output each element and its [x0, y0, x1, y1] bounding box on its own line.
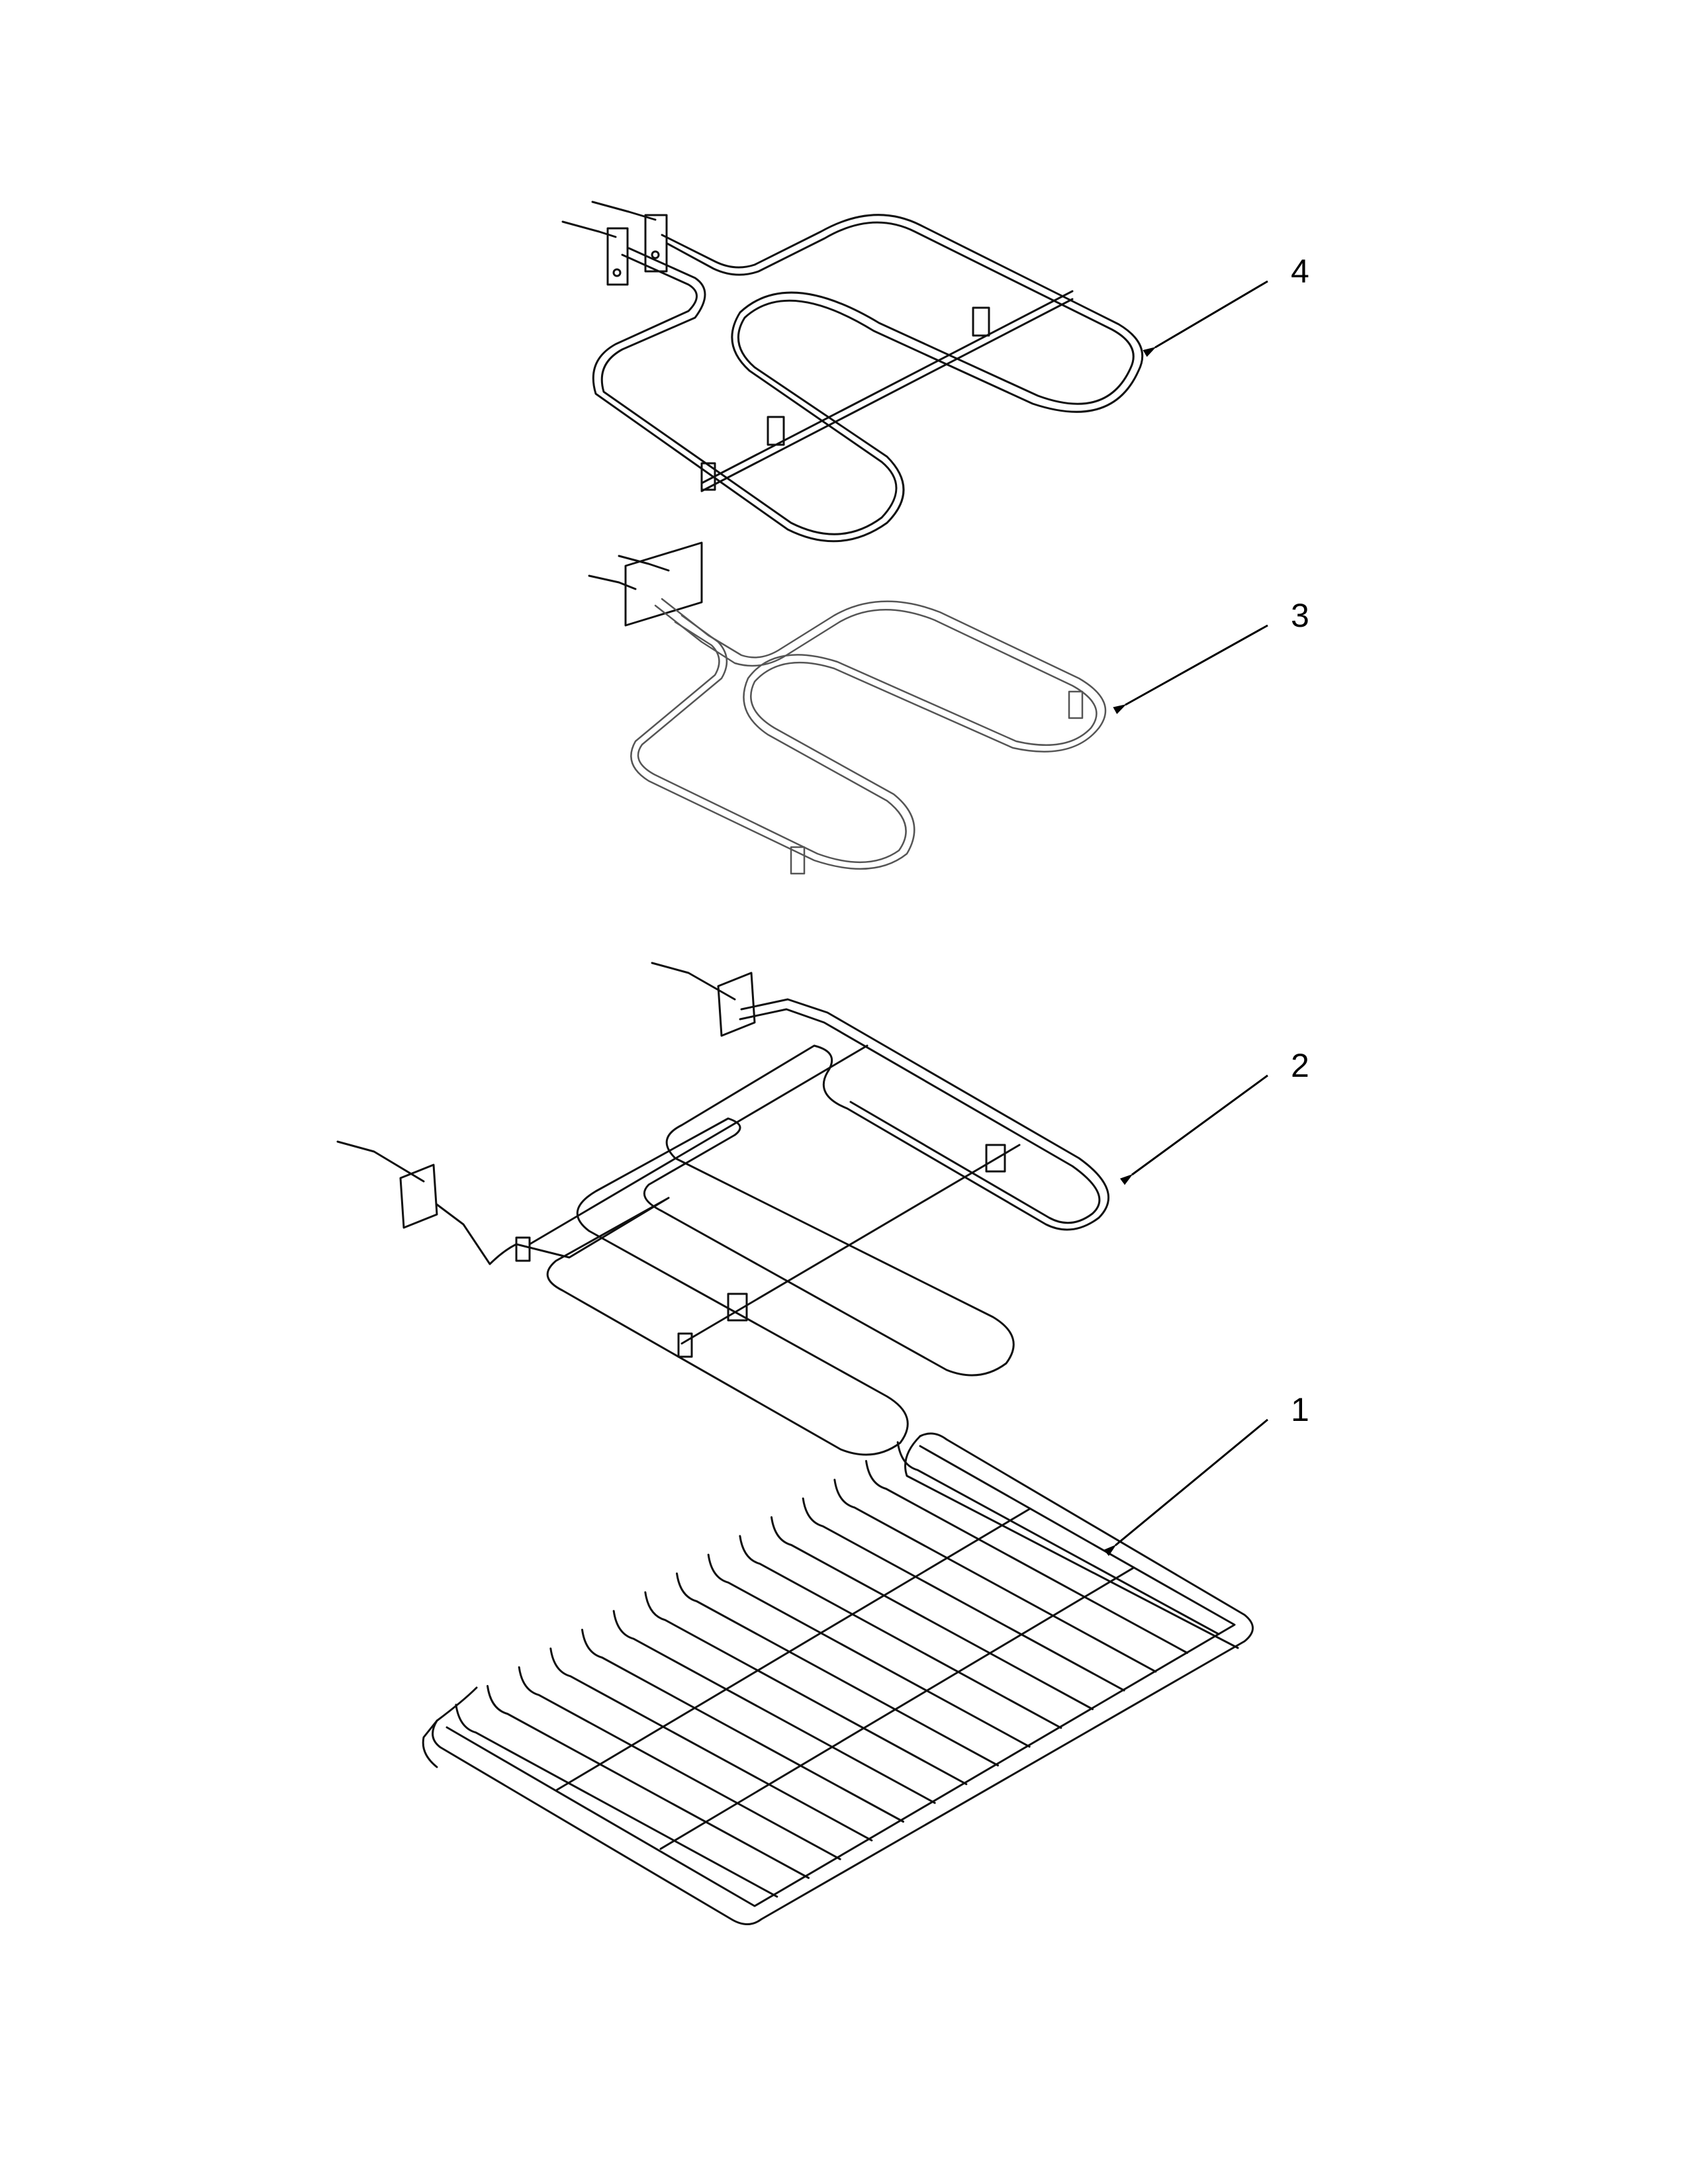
rack-wire [802, 1497, 1125, 1692]
rack-wires [455, 1441, 1220, 1898]
rack-wire [549, 1647, 873, 1842]
part-3-element [588, 541, 1107, 875]
rack-wire [833, 1479, 1157, 1673]
rack-wire [771, 1516, 1094, 1710]
rack-wire [518, 1666, 841, 1860]
rack-wire [707, 1553, 1031, 1748]
part-2-element [336, 962, 1109, 1456]
callout-2: 2 [1119, 1047, 1309, 1185]
callout-4-label: 4 [1291, 253, 1309, 290]
rack-wire [644, 1591, 968, 1786]
rack-wire [896, 1441, 1220, 1635]
rack-wire [455, 1704, 778, 1898]
part-4-element [561, 201, 1144, 543]
callout-2-label: 2 [1291, 1047, 1309, 1084]
rack-wire [612, 1610, 936, 1804]
callout-4: 4 [1143, 253, 1309, 357]
rack-wire [676, 1572, 999, 1766]
callout-3-label: 3 [1291, 597, 1309, 634]
rack-wire [487, 1685, 810, 1879]
callout-1: 1 [1103, 1391, 1309, 1557]
callout-1-label: 1 [1291, 1391, 1309, 1428]
rack-cross-wire [659, 1567, 1135, 1850]
rack-wire [739, 1535, 1062, 1729]
callout-3: 3 [1113, 597, 1309, 715]
rack-wire [865, 1460, 1188, 1654]
rack-wire [581, 1629, 904, 1823]
part-1-rack [422, 1432, 1254, 1925]
rack-cross-wire [555, 1508, 1031, 1791]
